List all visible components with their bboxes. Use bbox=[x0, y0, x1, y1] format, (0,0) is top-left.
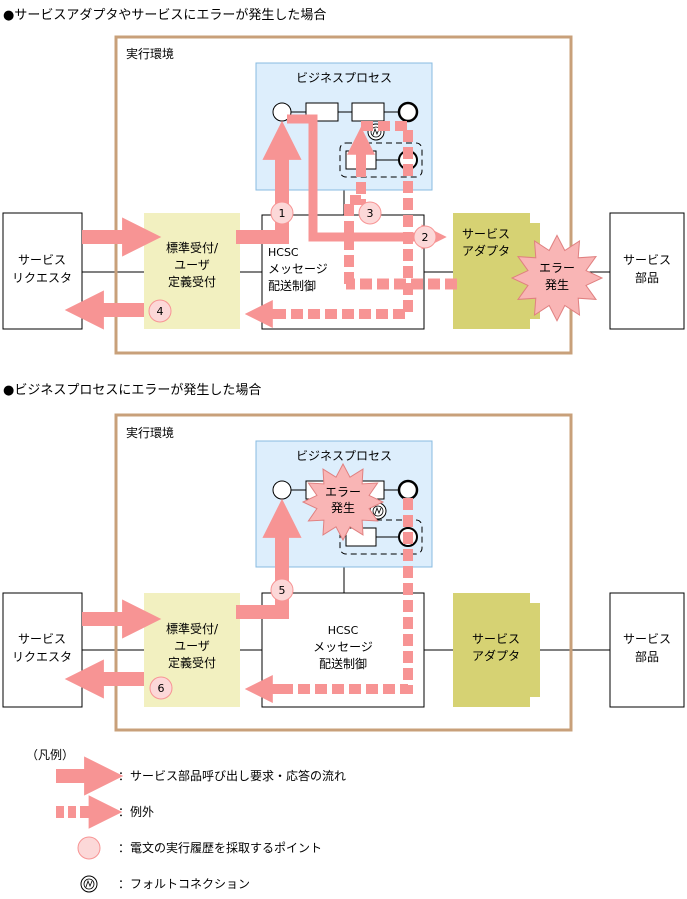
reception-label: 標準受付/ bbox=[166, 240, 219, 255]
adapter-label: サービス bbox=[462, 227, 510, 241]
execution-environment-frame bbox=[114, 413, 573, 732]
business-process-label: ビジネスプロセス bbox=[296, 71, 392, 85]
part-label: 部品 bbox=[635, 649, 659, 664]
trace-point-marker: 5 bbox=[270, 578, 294, 602]
section2-heading: ●ビジネスプロセスにエラーが発生した場合 bbox=[3, 383, 261, 398]
legend: （凡例） ：サービス部品呼び出し要求・応答の流れ ：例外 ：電文の実行履歴を採取… bbox=[26, 748, 346, 893]
exception-arrow bbox=[286, 498, 413, 694]
trace-point-marker: 3 bbox=[358, 201, 382, 225]
part-label: サービス bbox=[623, 632, 671, 646]
business-process-label: ビジネスプロセス bbox=[296, 449, 392, 463]
requester-label: リクエスタ bbox=[12, 271, 72, 285]
hcsc-label: 配送制御 bbox=[319, 656, 367, 671]
flow-arrow bbox=[236, 120, 302, 244]
environment-label: 実行環境 bbox=[126, 425, 174, 440]
legend-fault-connection-label: ：フォルトコネクション bbox=[118, 877, 250, 891]
part-label: サービス bbox=[623, 253, 671, 267]
reception-label: 標準受付/ bbox=[166, 621, 219, 636]
error-label: エラー bbox=[325, 485, 361, 499]
error-label: 発生 bbox=[331, 501, 355, 515]
trace-point-marker: 1 bbox=[270, 201, 294, 225]
adapter-label: サービス bbox=[472, 632, 520, 646]
hcsc-label: メッセージ bbox=[268, 262, 328, 276]
trace-point-marker: 2 bbox=[413, 225, 437, 249]
flow-arrow bbox=[236, 498, 302, 619]
section1-diagram: 実行環境 ビジネスプロセス サービス リクエスタ 標準受付/ ユーザ 定義受付 … bbox=[2, 35, 685, 355]
reception-label: ユーザ bbox=[174, 258, 210, 272]
service-part-box bbox=[609, 592, 685, 708]
service-part-box bbox=[609, 212, 685, 330]
flow-arrow bbox=[287, 114, 447, 250]
part-label: 部品 bbox=[635, 270, 659, 285]
service-adapter-box bbox=[453, 593, 540, 707]
requester-label: サービス bbox=[18, 632, 66, 646]
end-node bbox=[397, 479, 419, 501]
svg-text:6: 6 bbox=[158, 682, 165, 695]
legend-title: （凡例） bbox=[26, 748, 74, 762]
hcsc-label: HCSC bbox=[328, 624, 359, 637]
legend-flow-label: ：サービス部品呼び出し要求・応答の流れ bbox=[118, 768, 346, 783]
requester-label: リクエスタ bbox=[12, 650, 72, 664]
error-burst: エラー 発生 bbox=[510, 234, 604, 322]
svg-text:3: 3 bbox=[367, 207, 374, 220]
legend-trace-point-label: ：電文の実行履歴を採取するポイント bbox=[118, 840, 322, 855]
error-burst: エラー 発生 bbox=[301, 462, 385, 542]
fault-handler-group bbox=[339, 519, 423, 555]
end-node bbox=[397, 101, 419, 123]
hcsc-label: 配送制御 bbox=[268, 278, 316, 293]
reception-label: 定義受付 bbox=[168, 274, 216, 289]
adapter-label: アダプタ bbox=[462, 243, 510, 258]
reception-label: 定義受付 bbox=[168, 655, 216, 670]
activity-node bbox=[351, 102, 385, 122]
hcsc-label: メッセージ bbox=[313, 640, 373, 654]
exception-arrow bbox=[344, 167, 366, 284]
environment-label: 実行環境 bbox=[126, 46, 174, 61]
start-node bbox=[272, 480, 292, 500]
error-label: 発生 bbox=[545, 278, 569, 292]
fault-handler-group bbox=[339, 142, 423, 178]
legend-exception-label: ：例外 bbox=[118, 805, 154, 819]
adapter-label: アダプタ bbox=[472, 648, 520, 663]
execution-environment-frame bbox=[114, 35, 573, 355]
trace-point-marker: 4 bbox=[148, 299, 172, 323]
legend-trace-point-icon bbox=[77, 836, 101, 860]
section1-heading: ●サービスアダプタやサービスにエラーが発生した場合 bbox=[3, 8, 326, 23]
reception-label: ユーザ bbox=[174, 639, 210, 653]
svg-text:5: 5 bbox=[279, 584, 286, 597]
exception-arrow bbox=[286, 121, 413, 319]
svg-text:4: 4 bbox=[157, 305, 164, 318]
error-label: エラー bbox=[539, 261, 575, 275]
section2-diagram: 実行環境 ビジネスプロセス サービス リクエスタ 標準受付/ ユーザ 定義受付 … bbox=[2, 413, 685, 732]
legend-fault-connection-icon bbox=[80, 875, 98, 893]
requester-label: サービス bbox=[18, 253, 66, 267]
svg-text:2: 2 bbox=[422, 231, 429, 244]
hcsc-label: HCSC bbox=[268, 246, 299, 259]
svg-text:1: 1 bbox=[279, 207, 286, 220]
service-adapter-box bbox=[453, 213, 540, 329]
trace-point-marker: 6 bbox=[149, 676, 173, 700]
